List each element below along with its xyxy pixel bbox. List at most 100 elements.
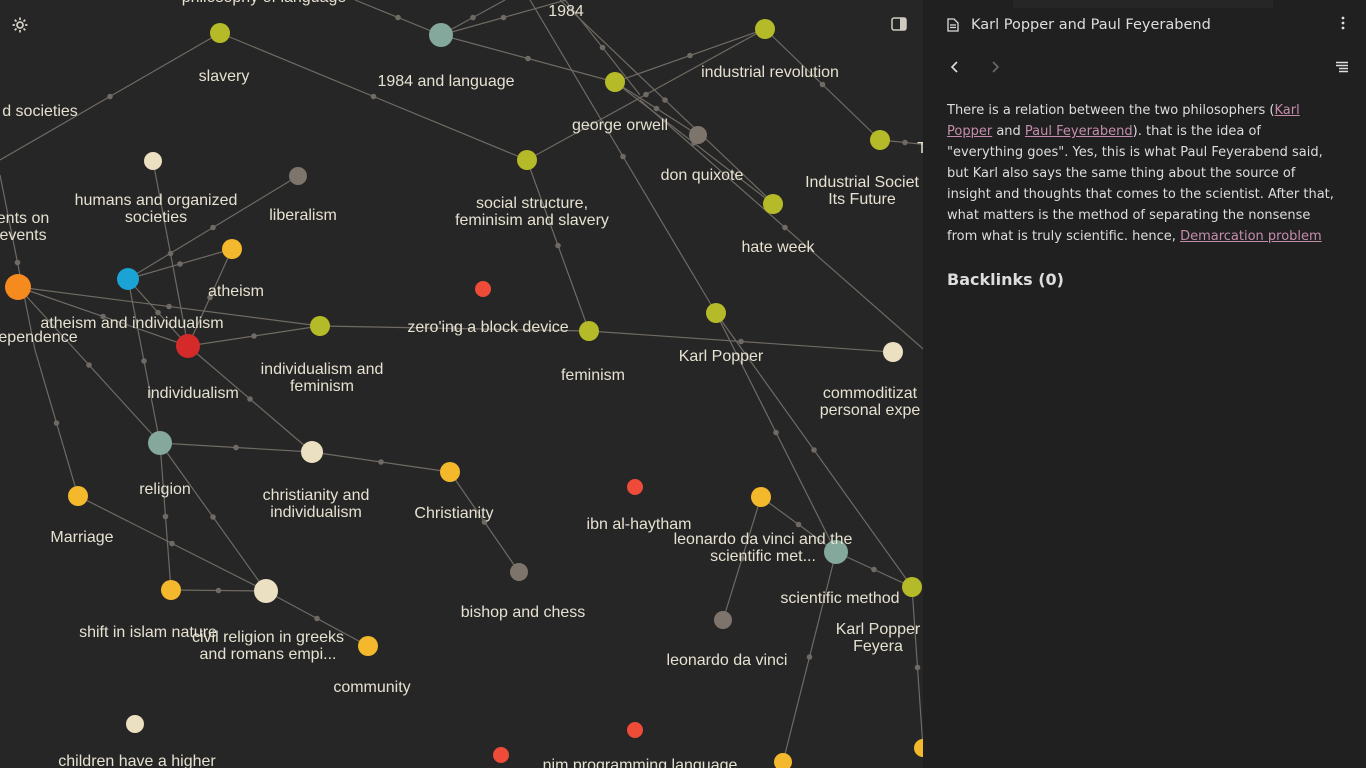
graph-node-red-bottom[interactable] [493,747,509,763]
graph-node-cyan[interactable] [117,268,139,290]
graph-node-label: individualism [147,385,239,402]
graph-node-label: Karl Popper [679,348,764,365]
tab-strip [1013,0,1273,8]
graph-node-label: social structure,feminisim and slavery [455,195,609,229]
graph-node-christianity[interactable] [440,462,460,482]
graph-node-industrial-society[interactable] [870,130,890,150]
graph-node-leonardo-scientific[interactable] [751,487,771,507]
graph-node-leonardo[interactable] [714,611,732,629]
more-vertical-icon[interactable] [1336,16,1350,34]
graph-nodes [5,19,923,768]
edge-midpoint [481,519,488,525]
chevron-right-icon[interactable] [984,56,1006,78]
link-paul-feyerabend[interactable]: Paul Feyerabend [1024,124,1133,139]
graph-node-feminism[interactable] [579,321,599,341]
graph-node-label: shift in islam nature [79,624,217,641]
graph-node-ibn-alhaytham[interactable] [627,479,643,495]
graph-node-humans-organized[interactable] [144,152,162,170]
edge-midpoint [14,259,21,266]
graph-node-shift-islam[interactable] [161,580,181,600]
graph-node-nim[interactable] [627,722,643,738]
graph-node-label: d societies [2,103,78,120]
edge-midpoint [177,261,183,267]
graph-node-label: leonardo da vinci [667,652,788,669]
graph-node-industrial-revolution[interactable] [755,19,775,39]
graph-node-label: scientific method [780,590,899,607]
edge-midpoint [811,447,817,453]
edge-midpoint [141,358,147,364]
backlinks-heading: Backlinks (0) [947,270,1064,289]
graph-node-kp-feyerabend[interactable] [902,577,922,597]
graph-view[interactable]: philosophy of languageslavery1984 and la… [0,0,923,768]
graph-node-label: T [917,140,923,157]
edge-midpoint [687,52,693,59]
graph-node-label: bishop and chess [461,604,586,621]
edge-midpoint [395,14,401,21]
edge-midpoint [247,396,253,402]
graph-node-community[interactable] [358,636,378,656]
sidebar-toggle-icon[interactable] [888,14,910,34]
graph-node-zeroing[interactable] [475,281,491,297]
graph-node-independence[interactable] [5,274,31,300]
note-text: and [992,124,1025,139]
edge-midpoint [914,664,921,671]
link-karl-popper[interactable]: Karl Popper [947,103,1300,139]
graph-node-label: hate week [742,239,816,256]
outline-icon[interactable] [1331,56,1353,78]
edge-midpoint [210,224,216,231]
note-title: Karl Popper and Paul Feyerabend [971,17,1211,33]
graph-node-label: philosophy of language [182,0,347,6]
graph-node-yellow-edge[interactable] [914,739,923,757]
note-nav [923,56,1366,80]
graph-node-label: zero'ing a block device [407,319,568,336]
graph-node-george-orwell[interactable] [605,72,625,92]
graph-node-bishop-chess[interactable] [510,563,528,581]
edge-midpoint [370,93,377,100]
graph-node-atheism[interactable] [222,239,242,259]
edge-midpoint [500,14,507,21]
graph-node-children[interactable] [126,715,144,733]
chevron-left-icon[interactable] [944,56,966,78]
graph-node-religion[interactable] [148,431,172,455]
gear-icon[interactable] [9,14,31,36]
link-demarcation-problem[interactable]: Demarcation problem [1180,229,1322,244]
graph-node-hate-week[interactable] [763,194,783,214]
note-content: There is a relation between the two phil… [947,100,1339,247]
graph-node-don-quixote[interactable] [689,126,707,144]
edge-midpoint [169,540,175,547]
graph-node-1984-language[interactable] [429,23,453,47]
graph-node-label: atheism and individualism [40,315,223,332]
edge-midpoint [819,81,826,88]
graph-node-commoditization[interactable] [883,342,903,362]
graph-node-label: liberalism [269,207,337,224]
graph-node-christianity-individualism[interactable] [301,441,323,463]
graph-node-civil-religion[interactable] [254,579,278,603]
edge-midpoint [871,566,877,573]
graph-node-yellow-bottom[interactable] [774,753,792,768]
graph-node-philosophy-language[interactable] [210,23,230,43]
edge-midpoint [86,362,92,368]
edge-midpoint [166,303,172,310]
edge-midpoint [451,325,458,332]
graph-node-label: george orwell [572,117,668,134]
graph-node-liberalism[interactable] [289,167,307,185]
graph-node-individualism[interactable] [176,334,200,358]
graph-labels: philosophy of languageslavery1984 and la… [0,0,923,768]
graph-node-social-structure[interactable] [517,150,537,170]
graph-node-label: 1984 and language [377,73,514,90]
note-text: There is a relation between the two phil… [947,103,1275,118]
graph-canvas[interactable]: philosophy of languageslavery1984 and la… [0,0,923,768]
note-pane: Karl Popper and Paul Feyerabend There is… [923,0,1366,768]
edge-midpoint [555,242,561,249]
graph-node-scientific-method[interactable] [824,540,848,564]
graph-node-atheism-individualism[interactable] [310,316,330,336]
graph-node-label: ibn al-haytham [587,516,692,533]
edge-midpoint [155,309,161,316]
graph-node-karl-popper[interactable] [706,303,726,323]
graph-node-marriage[interactable] [68,486,88,506]
